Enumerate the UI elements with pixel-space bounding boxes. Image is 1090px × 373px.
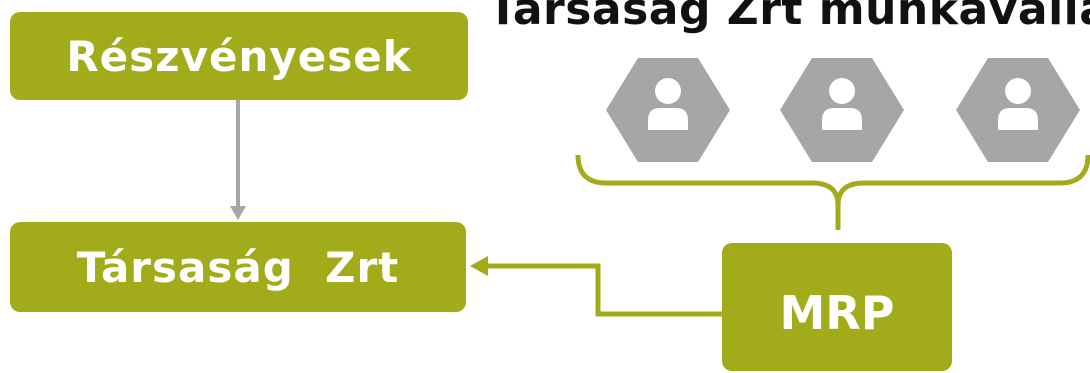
employee-hexagon-1: [606, 58, 730, 162]
mrp-to-company-arrow: [470, 256, 722, 317]
person-icon: [648, 78, 688, 130]
company-box: Társaság Zrt: [10, 222, 466, 312]
mrp-label: MRP: [779, 286, 895, 340]
employee-hexagon-2: [780, 58, 904, 162]
mrp-box: MRP: [722, 243, 952, 371]
shareholders-to-company-arrow: [230, 100, 246, 220]
company-label: Társaság Zrt: [76, 242, 400, 292]
shareholders-label: Részvényesek: [66, 31, 412, 81]
person-icon: [998, 78, 1038, 130]
employees-heading: Társaság Zrt munkaválla: [488, 0, 1090, 35]
person-icon: [822, 78, 862, 130]
shareholders-box: Részvényesek: [10, 12, 468, 100]
employee-hexagon-3: [956, 58, 1080, 162]
employees-bracket: [575, 154, 1090, 230]
